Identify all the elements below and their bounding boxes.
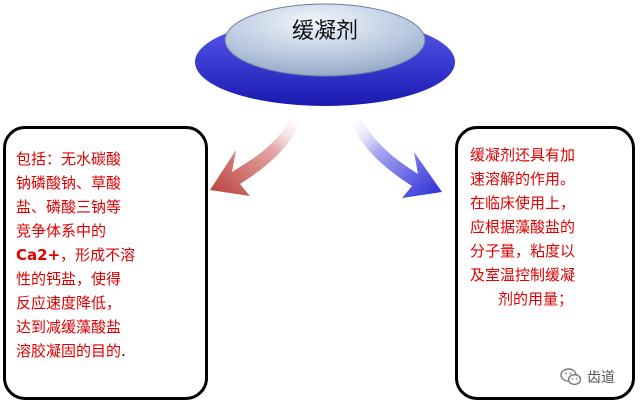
left-line-3: 盐、磷酸三钠等 (16, 198, 122, 216)
disc-top (224, 3, 426, 77)
right-line-5: 分子量，粘度以 (470, 242, 576, 260)
left-line-6: 性的钙盐，使得 (16, 270, 122, 288)
left-curved-arrow (210, 118, 300, 196)
watermark: 齿道 (560, 367, 615, 387)
right-line-1: 缓凝剂还具有加 (470, 146, 576, 164)
left-line-2: 钠磷酸钠、草酸 (16, 174, 122, 192)
left-line-9-punct: . (121, 342, 126, 360)
left-line-9-text: 溶胶凝固的目的 (16, 342, 122, 360)
right-line-7: 剂的用量； (498, 290, 574, 308)
right-curved-arrow (352, 118, 442, 198)
left-line-1: 包括：无水碳酸 (16, 150, 122, 168)
title-disc (195, 3, 455, 106)
left-line-5: Ca2+，形成不溶 (16, 243, 201, 267)
left-line-8: 达到减缓藻酸盐 (16, 318, 122, 336)
left-box-content: 包括：无水碳酸 钠磷酸钠、草酸 盐、磷酸三钠等 竞争体系中的 Ca2+，形成不溶… (16, 147, 201, 363)
diagram-title: 缓凝剂 (291, 19, 358, 44)
left-text-box: 包括：无水碳酸 钠磷酸钠、草酸 盐、磷酸三钠等 竞争体系中的 Ca2+，形成不溶… (3, 126, 208, 400)
right-line-2: 速溶解的作用。 (470, 170, 576, 188)
left-line-5-rest: ，形成不溶 (60, 246, 136, 264)
watermark-text: 齿道 (587, 370, 615, 386)
left-line-9: 溶胶凝固的目的. (16, 339, 201, 363)
right-box-content: 缓凝剂还具有加 速溶解的作用。 在临床使用上， 应根据藻酸盐的 分子量，粘度以 … (470, 143, 630, 311)
right-text-box: 缓凝剂还具有加 速溶解的作用。 在临床使用上， 应根据藻酸盐的 分子量，粘度以 … (455, 126, 635, 400)
right-line-4: 应根据藻酸盐的 (470, 218, 576, 236)
right-line-3: 在临床使用上， (470, 194, 576, 212)
left-line-4: 竞争体系中的 (16, 222, 107, 240)
left-line-7: 反应速度降低， (16, 294, 122, 312)
calcium-ion-label: Ca2+ (16, 246, 61, 264)
wechat-icon (560, 368, 582, 386)
right-line-6: 及室温控制缓凝 (470, 266, 576, 284)
